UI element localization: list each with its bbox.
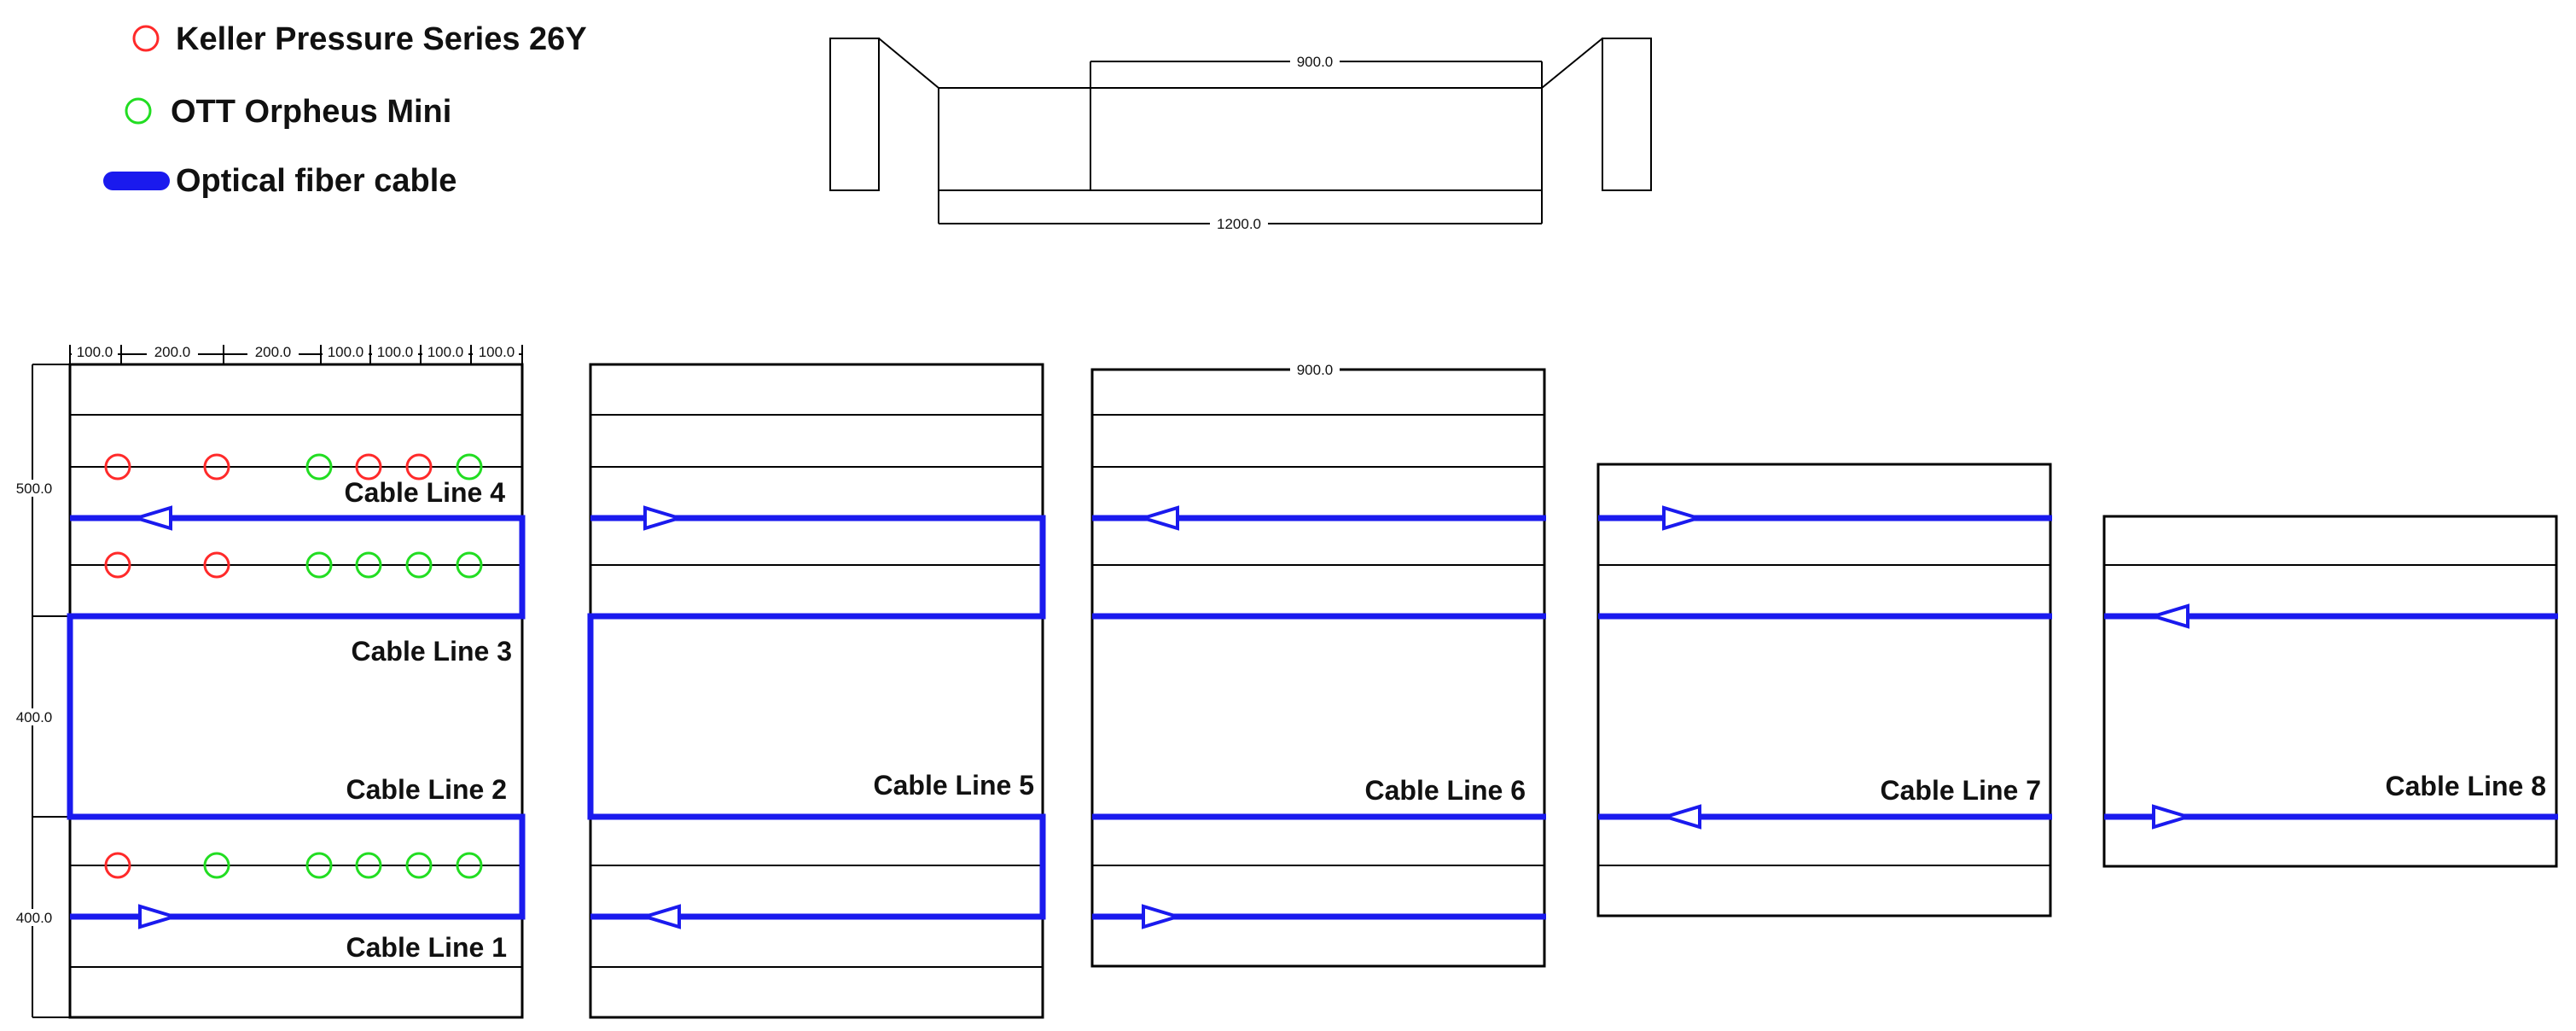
keller-sensor-icon [104,852,131,879]
panel1-dim-top-5: 100.0 [377,344,414,360]
panel-3: 900.0 Cable Line 6 [1090,362,1546,968]
panel5-arrow-right-icon [2152,804,2194,830]
keller-sensor-icon [203,551,230,579]
panel1-dim-top-4: 100.0 [328,344,364,360]
ott-sensor-icon [355,551,382,579]
panel4-arrow-left-icon [1660,804,1701,830]
cross-section-dim-bottom: 1200.0 [1217,216,1261,232]
cable-line-3-label: Cable Line 3 [352,636,513,667]
keller-sensor-icon [203,453,230,481]
legend-keller-label: Keller Pressure Series 26Y [176,21,587,57]
ott-sensor-icon [305,551,333,579]
ott-legend-icon [125,97,152,125]
panel1-dim-left-2: 400.0 [16,709,53,725]
panel3-arrow-left-icon [1137,505,1179,531]
panel-5: Cable Line 8 [2102,515,2558,868]
panel2-arrow-left-icon [639,904,681,929]
keller-sensor-icon [405,453,433,481]
panel-2: Cable Line 5 [587,363,1046,1019]
ott-sensor-icon [305,852,333,879]
legend-fiber-label: Optical fiber cable [176,163,456,199]
panel2-arrow-right-icon [643,505,685,531]
ott-sensor-icon [456,453,483,481]
keller-sensor-icon [355,453,382,481]
ott-sensor-icon [405,852,433,879]
ott-sensor-icon [456,551,483,579]
cable-line-4-label: Cable Line 4 [345,477,506,508]
cross-section-dim-top: 900.0 [1297,54,1334,70]
panel1-arrow-right-icon [138,904,180,929]
keller-sensor-icon [104,551,131,579]
panel1-dim-top-2: 200.0 [154,344,191,360]
cable-line-5-label: Cable Line 5 [874,770,1035,801]
keller-legend-icon [132,25,160,52]
panel4-arrow-right-icon [1662,505,1704,531]
sensor-group [104,453,483,879]
keller-sensor-icon [104,453,131,481]
panel1-dim-left-3: 400.0 [16,910,53,926]
cable-line-8-label: Cable Line 8 [2386,771,2547,801]
panel1-dim-top-7: 100.0 [479,344,515,360]
panel3-arrow-right-icon [1142,904,1183,929]
cable-line-1-label: Cable Line 1 [346,932,508,963]
cross-section: 900.0 1200.0 [829,38,1652,232]
panel1-dim-top-6: 100.0 [427,344,464,360]
cable-line-6-label: Cable Line 6 [1365,775,1526,806]
panel3-dim-top: 900.0 [1297,362,1334,378]
cable-line-7-label: Cable Line 7 [1881,775,2042,806]
ott-sensor-icon [405,551,433,579]
panel5-arrow-left-icon [2148,603,2189,629]
ott-sensor-icon [203,852,230,879]
panel1-dim-top-1: 100.0 [77,344,113,360]
panel-4: Cable Line 7 [1596,463,2052,917]
ott-sensor-icon [355,852,382,879]
panel1-arrow-left-icon [131,505,172,531]
ott-sensor-icon [305,453,333,481]
panel1-dim-top-3: 200.0 [255,344,292,360]
cable-line-2-label: Cable Line 2 [346,774,508,805]
panel-1: 500.0 400.0 400.0 100.0 200.0 200.0 100.… [9,344,526,1019]
ott-sensor-icon [456,852,483,879]
panel2-cable [587,515,1046,920]
panel1-cable [67,515,526,920]
panel1-dim-left-1: 500.0 [16,481,53,497]
legend: Keller Pressure Series 26Y OTT Orpheus M… [103,21,587,199]
legend-ott-label: OTT Orpheus Mini [171,94,451,130]
